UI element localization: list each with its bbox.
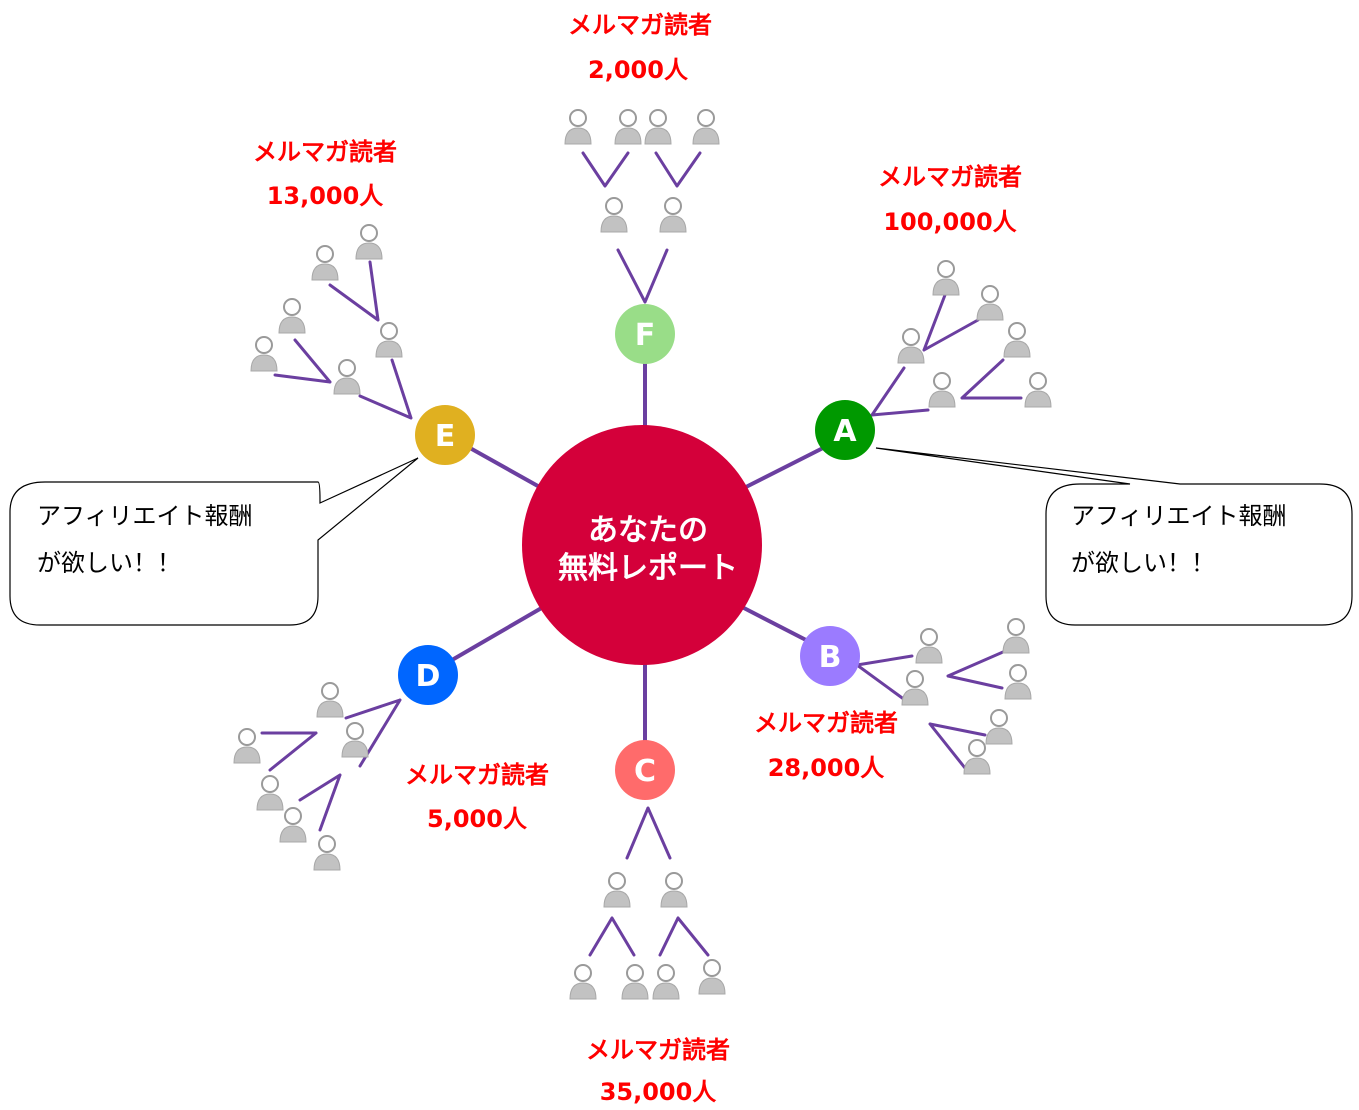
speech-bubble-right-line2: が欲しい！！ xyxy=(1071,549,1215,577)
node-c: C xyxy=(615,740,675,800)
center-line1: あなたの xyxy=(588,513,708,548)
label-f-title: メルマガ読者 xyxy=(568,11,712,39)
node-d-circle xyxy=(398,645,458,705)
person-icon xyxy=(375,322,403,358)
label-f-count: 2,000人 xyxy=(588,56,688,84)
person-icon xyxy=(1002,618,1030,654)
tree-b xyxy=(855,618,1032,775)
center-report: あなたの 無料レポート xyxy=(522,425,762,665)
node-e: E xyxy=(415,405,475,465)
label-b-count: 28,000人 xyxy=(768,754,885,782)
center-circle xyxy=(522,425,762,665)
tree-e xyxy=(250,224,413,420)
label-b-title: メルマガ読者 xyxy=(754,709,898,737)
node-b-letter: B xyxy=(819,640,842,675)
person-icon xyxy=(915,628,943,664)
person-icon xyxy=(692,109,720,145)
label-e: メルマガ読者 13,000人 xyxy=(253,138,397,210)
person-icon xyxy=(278,298,306,334)
label-d: メルマガ読者 5,000人 xyxy=(405,761,549,833)
spoke-b xyxy=(739,604,807,642)
node-e-circle xyxy=(415,405,475,465)
person-icon xyxy=(600,197,628,233)
person-icon xyxy=(233,728,261,764)
person-icon xyxy=(985,709,1013,745)
tree-f xyxy=(564,109,720,304)
speech-bubble-left: アフィリエイト報酬 が欲しい！！ xyxy=(9,457,419,626)
speech-bubble-right: アフィリエイト報酬 が欲しい！！ xyxy=(875,447,1353,626)
person-icon xyxy=(644,109,672,145)
tree-a xyxy=(870,260,1052,417)
speech-bubble-left-line1: アフィリエイト報酬 xyxy=(37,502,253,530)
label-a-count: 100,000人 xyxy=(883,208,1016,236)
person-icon xyxy=(1024,372,1052,408)
person-icon xyxy=(250,336,278,372)
person-icon xyxy=(569,964,597,1000)
spokes xyxy=(450,362,824,742)
label-d-count: 5,000人 xyxy=(427,805,527,833)
node-b-circle xyxy=(800,626,860,686)
tree-d xyxy=(233,682,402,871)
node-c-circle xyxy=(615,740,675,800)
label-a: メルマガ読者 100,000人 xyxy=(878,163,1022,236)
person-icon xyxy=(313,835,341,871)
person-icon xyxy=(660,872,688,908)
node-b: B xyxy=(800,626,860,686)
person-icon xyxy=(311,245,339,281)
label-c: メルマガ読者 35,000人 xyxy=(586,1036,730,1106)
node-d-letter: D xyxy=(416,659,441,694)
node-a-letter: A xyxy=(833,414,857,449)
node-f-circle xyxy=(615,304,675,364)
person-icon xyxy=(963,739,991,775)
speech-bubble-left-line2: が欲しい！！ xyxy=(37,549,181,577)
person-icon xyxy=(897,328,925,364)
node-f: F xyxy=(615,304,675,364)
person-icon xyxy=(976,285,1004,321)
center-line2: 無料レポート xyxy=(558,551,738,586)
label-e-title: メルマガ読者 xyxy=(253,138,397,166)
node-f-letter: F xyxy=(635,318,656,353)
person-icon xyxy=(603,872,631,908)
tree-c xyxy=(569,806,726,1000)
person-icon xyxy=(279,807,307,843)
node-a: A xyxy=(815,400,875,460)
person-icon xyxy=(932,260,960,296)
label-b: メルマガ読者 28,000人 xyxy=(754,709,898,782)
label-e-count: 13,000人 xyxy=(267,182,384,210)
spoke-e xyxy=(469,446,546,492)
person-icon xyxy=(1003,322,1031,358)
person-icon xyxy=(256,775,284,811)
speech-bubble-right-line1: アフィリエイト報酬 xyxy=(1071,502,1287,530)
label-d-title: メルマガ読者 xyxy=(405,761,549,789)
spoke-d xyxy=(450,604,547,662)
label-c-count: 35,000人 xyxy=(600,1078,717,1106)
spoke-a xyxy=(739,446,824,492)
label-a-title: メルマガ読者 xyxy=(878,163,1022,191)
label-f: メルマガ読者 2,000人 xyxy=(568,11,712,84)
person-icon xyxy=(901,670,929,706)
person-icon xyxy=(316,682,344,718)
speech-bubble-left-shape xyxy=(9,457,419,626)
node-d: D xyxy=(398,645,458,705)
person-icon xyxy=(333,359,361,395)
node-e-letter: E xyxy=(435,419,456,454)
speech-bubble-right-shape xyxy=(875,447,1353,626)
label-c-title: メルマガ読者 xyxy=(586,1036,730,1064)
person-icon xyxy=(659,197,687,233)
person-icon xyxy=(355,224,383,260)
person-icon xyxy=(652,964,680,1000)
person-icon xyxy=(928,372,956,408)
node-a-circle xyxy=(815,400,875,460)
node-c-letter: C xyxy=(634,754,656,789)
person-icon xyxy=(698,959,726,995)
person-icon xyxy=(341,722,369,758)
person-icon xyxy=(564,109,592,145)
person-icon xyxy=(1004,664,1032,700)
person-icon xyxy=(614,109,642,145)
person-icon xyxy=(621,964,649,1000)
